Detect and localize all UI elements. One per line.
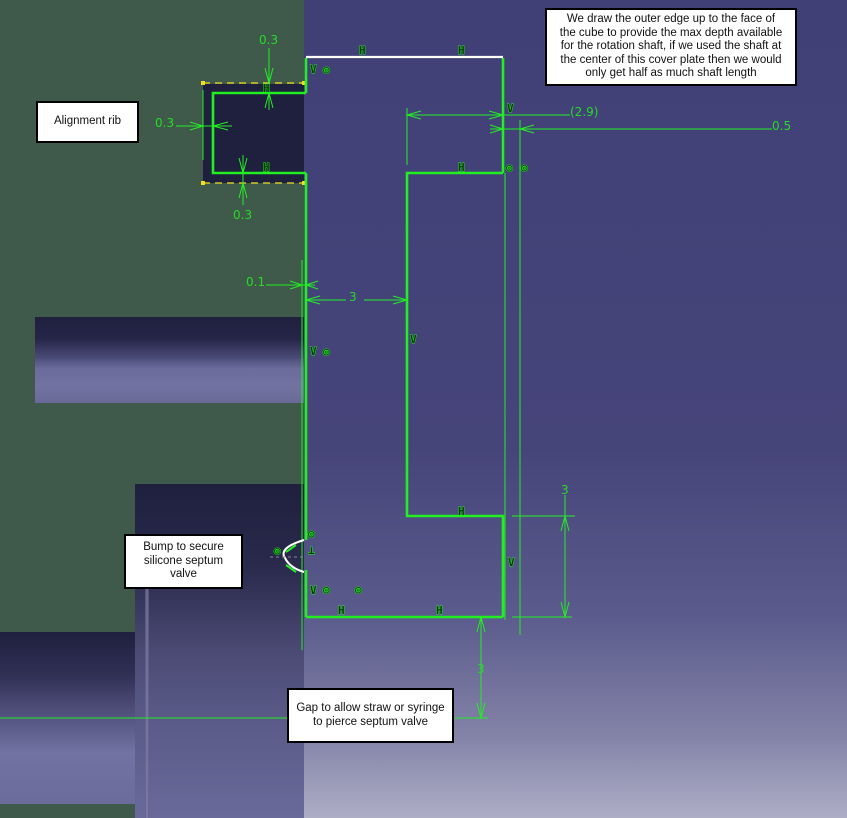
coincident-constraint-icon: ◎ <box>323 583 330 596</box>
dim-offset-left[interactable]: 0.1 <box>246 275 265 289</box>
note-line: Alignment rib <box>53 115 122 128</box>
dim-rib-bottom[interactable]: 0.3 <box>233 208 252 222</box>
groove-edge <box>145 584 149 818</box>
coincident-constraint-icon: ◎ <box>274 544 281 557</box>
coincident-constraint-icon: ◎ <box>323 345 330 358</box>
horizontal-constraint-icon: H <box>359 44 366 57</box>
note-line: silicone septum <box>143 554 224 567</box>
horizontal-constraint-icon: H <box>458 161 465 174</box>
coincident-constraint-icon: ◎ <box>521 161 528 174</box>
note-bump: Bump to secure silicone septum valve <box>124 534 243 589</box>
note-outer-edge: We draw the outer edge up to the face of… <box>545 8 797 86</box>
horizontal-constraint-icon: H <box>458 44 465 57</box>
dim-bottom-height[interactable]: 3 <box>561 483 569 497</box>
vertical-constraint-icon: V <box>310 63 317 76</box>
background-sketch-plane <box>304 0 847 818</box>
note-alignment-rib: Alignment rib <box>36 101 139 143</box>
reference-lines <box>0 108 521 719</box>
coincident-constraint-icon: ◎ <box>506 161 513 174</box>
note-line: Gap to allow straw or syringe <box>296 702 445 714</box>
dim-rib-top[interactable]: 0.3 <box>259 33 278 47</box>
note-line: valve <box>170 568 197 581</box>
horizontal-constraint-icon: H <box>263 161 270 174</box>
note-line: Bump to secure <box>143 541 224 554</box>
note-line: the center of this cover plate then we w… <box>560 53 782 66</box>
coincident-constraint-icon: ◎ <box>308 527 315 540</box>
note-line: We draw the outer edge up to the face of <box>566 13 776 26</box>
dim-gap-height[interactable]: 3 <box>477 662 485 676</box>
vertical-constraint-icon: V <box>310 584 317 597</box>
vertical-constraint-icon: V <box>508 556 515 569</box>
horizontal-constraint-icon: H <box>436 604 443 617</box>
horizontal-constraint-icon: H <box>263 82 270 95</box>
coincident-constraint-icon: ◎ <box>323 63 330 76</box>
note-gap: Gap to allow straw or syringe to pierce … <box>287 688 454 743</box>
alignment-rib-pocket <box>203 84 304 183</box>
profile-outline[interactable] <box>211 58 505 619</box>
horizontal-constraint-icon: H <box>338 604 345 617</box>
dim-reference-width[interactable]: (2.9) <box>570 105 598 119</box>
bump-tangent-marks <box>285 544 297 573</box>
note-line: only get half as much shaft length <box>585 67 757 80</box>
construction-points <box>201 81 306 185</box>
tangent-constraint-icon: ⊥ <box>308 544 315 557</box>
constraint-symbols: H H V ◎ H H V H ◎ ◎ V ◎ V H V ◎ ⊥ ◎ V ◎ … <box>263 44 529 618</box>
bump-arc[interactable] <box>282 539 305 573</box>
dim-rib-left[interactable]: 0.3 <box>155 116 174 130</box>
dim-wall-width[interactable]: 3 <box>349 290 357 304</box>
note-line: for the rotation shaft, if we used the s… <box>560 40 782 53</box>
note-line: to pierce septum valve <box>312 715 429 728</box>
horizontal-constraint-icon: H <box>458 505 465 518</box>
coincident-constraint-icon: ◎ <box>355 583 362 596</box>
note-line: the cube to provide the max depth availa… <box>559 26 783 39</box>
vertical-constraint-icon: V <box>410 333 417 346</box>
dim-right-offset[interactable]: 0.5 <box>772 119 791 133</box>
vertical-constraint-icon: V <box>310 345 317 358</box>
vertical-constraint-icon: V <box>507 102 514 115</box>
rib-construction-lines <box>203 82 304 184</box>
shaft-upper-body[interactable] <box>35 317 304 403</box>
dimension-lines <box>176 48 772 720</box>
